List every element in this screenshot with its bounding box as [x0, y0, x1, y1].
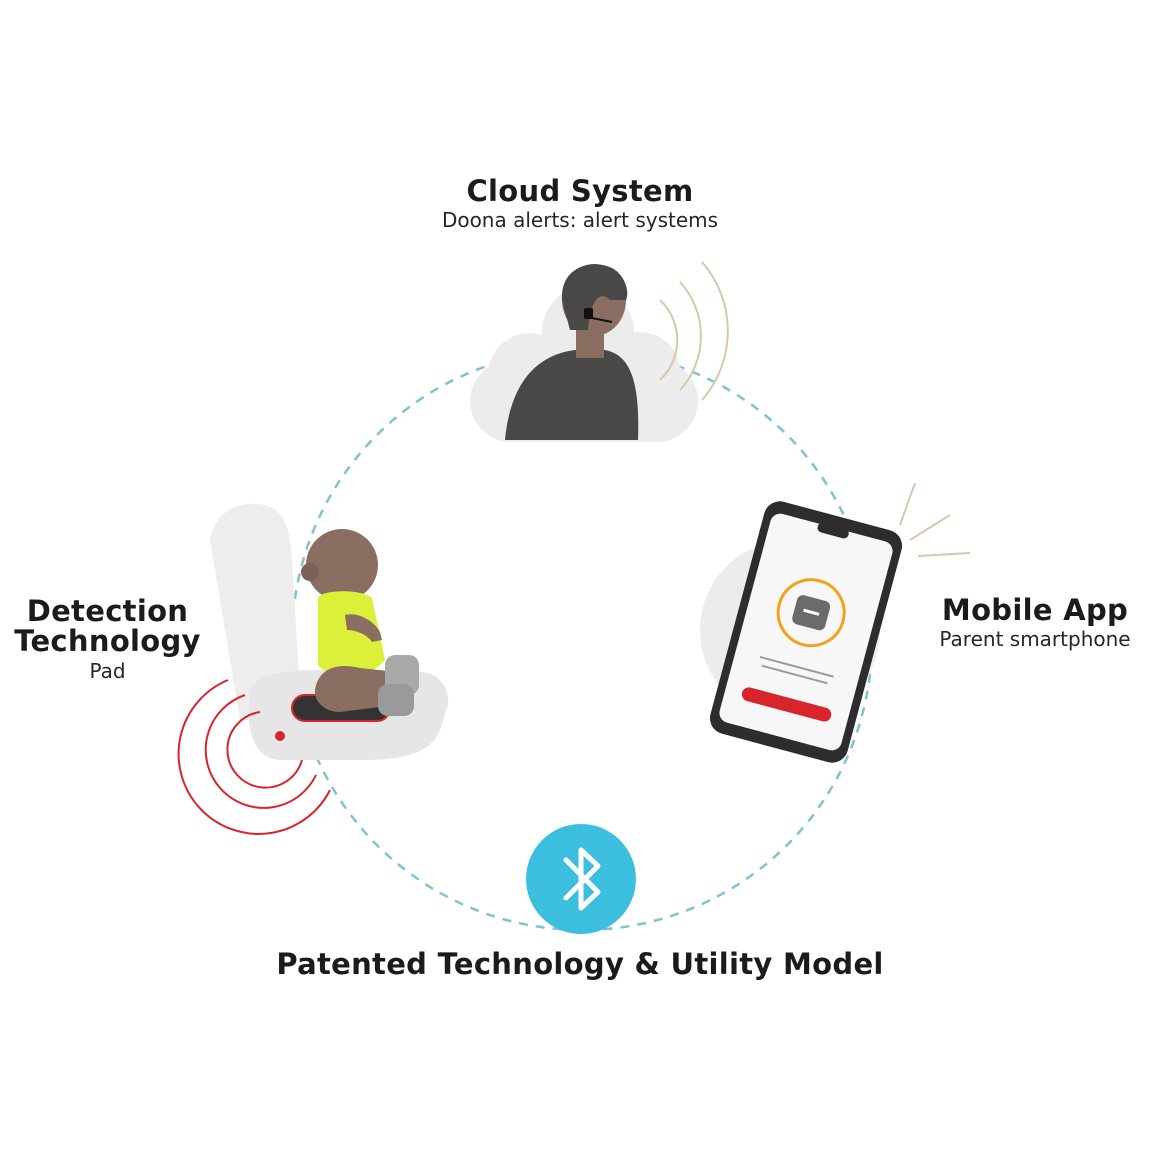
cloud-system-title: Cloud System	[466, 174, 694, 208]
cloud-system-illustration	[470, 261, 729, 442]
detection-title-line1: Detection	[26, 594, 189, 628]
detection-label: Detection Technology Pad	[0, 596, 215, 681]
bluetooth-badge	[526, 824, 636, 934]
detection-illustration	[177, 503, 449, 835]
sensor-signal-icon	[177, 679, 331, 835]
detection-subtitle: Pad	[89, 658, 126, 683]
cloud-system-label: Cloud System Doona alerts: alert systems	[380, 174, 780, 232]
mobile-illustration	[700, 482, 971, 763]
cloud-system-subtitle: Doona alerts: alert systems	[441, 208, 719, 232]
mobile-app-label: Mobile App Parent smartphone	[915, 593, 1155, 651]
smartphone-icon	[709, 501, 903, 763]
bluetooth-icon	[563, 847, 601, 911]
mobile-app-title: Mobile App	[941, 593, 1129, 627]
baby-icon	[301, 529, 419, 716]
patent-label: Patented Technology & Utility Model	[230, 950, 930, 979]
ringing-lines-icon	[899, 482, 971, 557]
mobile-app-subtitle: Parent smartphone	[939, 627, 1131, 651]
patent-title: Patented Technology & Utility Model	[276, 947, 884, 981]
sound-wave-icon	[659, 261, 729, 401]
detection-title-line2: Technology	[14, 624, 201, 659]
operator-headset-icon	[505, 264, 639, 440]
sensor-dot	[275, 731, 285, 741]
